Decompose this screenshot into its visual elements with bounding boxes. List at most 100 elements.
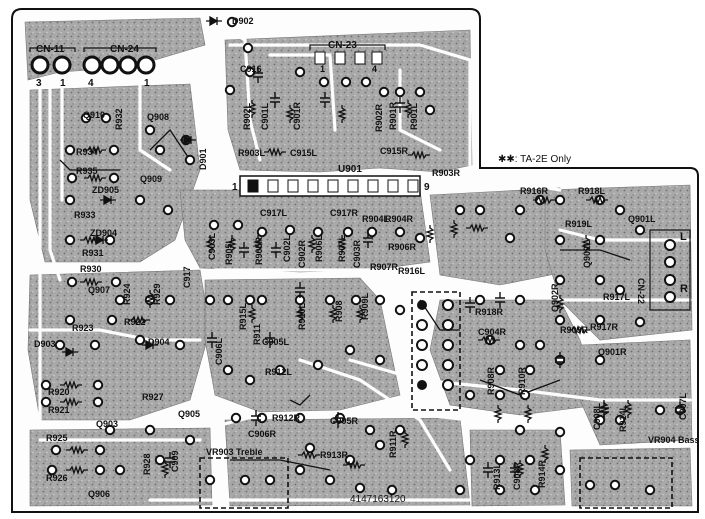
- resistor-symbol: [60, 396, 82, 408]
- designator-zd905: ZD905: [92, 185, 119, 195]
- designator-q905: Q905: [178, 409, 200, 419]
- solder-pad: [374, 354, 386, 366]
- ic-u901-label: U901: [338, 164, 362, 175]
- resistor-symbol: [354, 305, 366, 323]
- resistor-symbol: [568, 324, 590, 336]
- diode-symbol: [142, 339, 158, 351]
- solder-pad: [66, 276, 78, 288]
- solder-pad: [108, 172, 120, 184]
- capacitor-symbol: [271, 242, 281, 258]
- solder-pad: [494, 364, 506, 376]
- designator-r934: R934: [76, 147, 98, 157]
- designator-c902r: C902R: [297, 239, 307, 268]
- solder-pad: [414, 232, 426, 244]
- solder-pad: [89, 339, 101, 351]
- designator-r907r: R907R: [370, 262, 399, 272]
- designator-r916l: R916L: [398, 266, 426, 276]
- solder-pad: [92, 396, 104, 408]
- resistor-symbol: [492, 405, 504, 423]
- cn24-pin-1: 1: [144, 78, 150, 89]
- designator-r905r: R905R: [254, 236, 264, 265]
- designator-r933: R933: [74, 210, 96, 220]
- solder-pad: [654, 404, 666, 416]
- designator-d901: D901: [198, 148, 208, 170]
- cn11-pin-1: 1: [60, 78, 66, 89]
- solder-pad: [144, 124, 156, 136]
- ic-pin-pad: [407, 179, 419, 193]
- solder-pad: [594, 234, 606, 246]
- solder-pad: [144, 424, 156, 436]
- resistor-symbol: [533, 194, 555, 206]
- solder-pad: [242, 42, 254, 54]
- connector-cn23: [309, 44, 386, 65]
- solder-pad: [104, 424, 116, 436]
- solder-pad: [274, 364, 286, 376]
- solder-pad: [40, 396, 52, 408]
- resistor-symbol: [159, 460, 171, 478]
- capacitor-symbol: [253, 67, 263, 83]
- solder-pad: [184, 434, 196, 446]
- designator-q902l: Q902L: [582, 240, 592, 268]
- capacitor-symbol: [270, 92, 280, 108]
- designator-r918r: R918R: [475, 307, 504, 317]
- capacitor-symbol: [251, 410, 261, 426]
- designator-q910: Q910: [83, 110, 105, 120]
- capacitor-symbol: [363, 232, 373, 248]
- resistor-symbol: [294, 305, 306, 323]
- solder-pad: [256, 412, 268, 424]
- designator-r903r: R903R: [432, 168, 461, 178]
- ic-pin-pad: [387, 179, 399, 193]
- resistor-symbol: [399, 430, 411, 448]
- solder-pad: [114, 464, 126, 476]
- solder-pad: [256, 294, 268, 306]
- cn24-label: CN-24: [110, 44, 139, 55]
- resistor-symbol: [580, 235, 592, 253]
- designator-d904: D904: [148, 337, 170, 347]
- capacitor-symbol: [599, 402, 609, 418]
- solder-pad: [594, 354, 606, 366]
- capacitor-symbol: [395, 97, 405, 113]
- solder-pad: [594, 274, 606, 286]
- ic-pin-pad: [327, 179, 339, 193]
- designator-q908: Q908: [147, 112, 169, 122]
- solder-pad: [394, 304, 406, 316]
- designator-q901r: Q901R: [598, 347, 627, 357]
- solder-pad: [340, 76, 352, 88]
- cn24-pin-4: 4: [88, 78, 94, 89]
- resistor-symbol: [84, 172, 106, 184]
- board-code: 4147163120: [350, 494, 406, 505]
- cn23-label: CN-23: [328, 40, 357, 51]
- resistor-symbol: [84, 144, 106, 156]
- capacitor-symbol: [483, 462, 493, 478]
- designator-d902: D902: [232, 16, 254, 26]
- resistor-symbol: [402, 100, 414, 118]
- solder-pad: [230, 412, 242, 424]
- resistor-symbol: [128, 314, 150, 326]
- solder-pad: [232, 219, 244, 231]
- designator-c903l: C903L: [207, 232, 217, 260]
- designator-r926: R926: [46, 473, 68, 483]
- resistor-symbol: [226, 235, 238, 253]
- designator-c909: C909: [170, 450, 180, 472]
- solder-pad: [256, 226, 268, 238]
- vr903-label: VR903 Treble: [206, 447, 263, 457]
- designator-c906r: C906R: [248, 429, 277, 439]
- solder-pad: [344, 344, 356, 356]
- designator-r902r: R902R: [374, 103, 384, 132]
- designator-r907l: R907L: [337, 234, 347, 262]
- solder-pad: [554, 426, 566, 438]
- designator-r904r: R904R: [385, 214, 414, 224]
- solder-pad: [50, 444, 62, 456]
- solder-pad: [554, 274, 566, 286]
- designator-r916r: R916R: [520, 186, 549, 196]
- solder-pad: [454, 204, 466, 216]
- ic-pin-1: 1: [232, 182, 238, 193]
- designator-c915r: C915R: [380, 146, 409, 156]
- designator-r904l: R904L: [362, 214, 390, 224]
- solder-pad: [374, 294, 386, 306]
- solder-pad: [474, 204, 486, 216]
- designator-c901r: C901R: [292, 101, 302, 130]
- ic-pin-pad: [287, 179, 299, 193]
